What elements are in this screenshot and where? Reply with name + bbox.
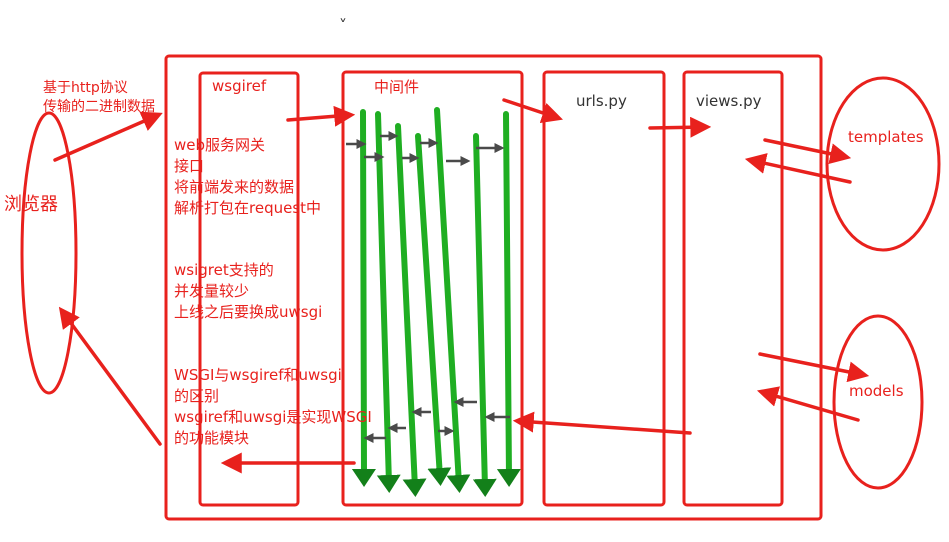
- views-box: [682, 70, 784, 507]
- red-flow-arrows: [53, 98, 870, 474]
- green-arrow-2: [375, 111, 401, 493]
- server-frame: [164, 54, 823, 521]
- urls-to-views-arrow: [648, 116, 712, 138]
- urls-box: [542, 70, 666, 507]
- green-arrow-5: [434, 107, 471, 493]
- browser-to-wsgiref-arrow: [53, 111, 163, 162]
- middleware-response-arrows: [363, 397, 510, 443]
- green-arrow-1: [351, 109, 376, 487]
- concurrency-note-line3: 上线之后要换成uwsgi: [174, 303, 323, 321]
- wsgiref-title: wsgiref: [212, 77, 267, 95]
- green-arrow-3: [395, 123, 427, 497]
- difference-note-line2: 的区别: [174, 387, 220, 405]
- middleware-request-arrows: [346, 131, 505, 166]
- middleware-to-urls-arrow: [502, 98, 563, 123]
- gateway-note-line4: 解析打包在request中: [174, 199, 322, 217]
- concurrency-note-line2: 并发量较少: [174, 282, 250, 300]
- middleware-green-arrows: [351, 107, 521, 497]
- gateway-note-line3: 将前端发来的数据: [174, 178, 295, 196]
- http-note-line2: 传输的二进制数据: [43, 99, 155, 115]
- gateway-note-line1: web服务网关: [174, 136, 266, 154]
- models-label: models: [849, 382, 904, 400]
- urls-title: urls.py: [576, 92, 627, 110]
- middleware-box: [341, 70, 524, 507]
- templates-ellipse: [825, 76, 941, 252]
- green-arrow-6: [472, 133, 497, 497]
- wsgiref-to-middleware-arrow: [286, 105, 356, 127]
- browser-label: 浏览器: [4, 194, 58, 215]
- views-to-models-arrow: [758, 352, 870, 383]
- views-to-middleware-arrow: [512, 411, 692, 435]
- templates-to-views-arrow: [744, 153, 852, 184]
- gateway-note-line2: 接口: [174, 157, 205, 175]
- difference-note-line4: 的功能模块: [174, 429, 250, 447]
- difference-note-line3: wsgiref和uwsgi是实现WSGI: [174, 408, 372, 426]
- browser-ellipse: [20, 111, 78, 395]
- wsgiref-box: [198, 71, 300, 507]
- wsgiref-to-browser-arrow: [58, 306, 162, 446]
- models-ellipse: [832, 314, 924, 490]
- green-arrow-4: [415, 133, 452, 486]
- difference-note-line1: WSGI与wsgiref和uwsgi: [174, 366, 342, 384]
- views-title: views.py: [696, 92, 762, 110]
- views-to-templates-arrow: [763, 138, 852, 165]
- models-to-views-arrow: [756, 386, 860, 422]
- green-arrow-7: [496, 111, 521, 487]
- concurrency-note-line1: wsigret支持的: [174, 261, 274, 279]
- templates-label: templates: [848, 128, 924, 146]
- top-caret-icon: ˅: [339, 16, 347, 35]
- middleware-title: 中间件: [374, 78, 420, 96]
- http-note-line1: 基于http协议: [43, 80, 128, 96]
